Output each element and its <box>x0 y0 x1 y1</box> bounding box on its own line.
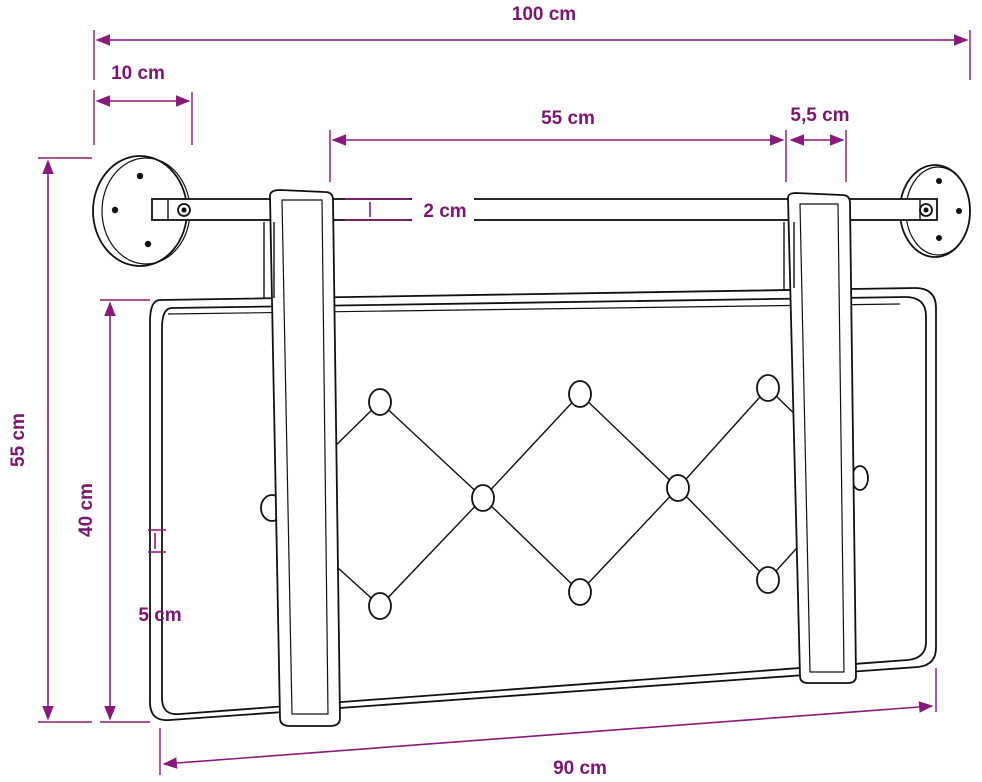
label-strap-offset: 5,5 cm <box>790 105 849 126</box>
right-strap <box>783 192 857 684</box>
label-strap-spacing: 55 cm <box>541 108 595 129</box>
dimension-strap-spacing: 55 cm <box>329 108 787 182</box>
dimension-rod-diameter: 2 cm <box>345 198 474 222</box>
hanging-rod <box>151 198 938 221</box>
label-total-width: 100 cm <box>512 4 576 25</box>
label-rod-diameter: 2 cm <box>423 201 466 222</box>
label-cushion-depth: 5 cm <box>138 605 181 626</box>
dimension-total-width: 100 cm <box>93 4 971 80</box>
headboard-cushion <box>149 189 937 727</box>
label-total-height: 55 cm <box>8 413 29 467</box>
dimension-total-height: 55 cm <box>8 157 92 723</box>
label-cushion-height: 40 cm <box>76 483 97 537</box>
dimension-cushion-height: 40 cm <box>76 299 150 723</box>
dimension-annotations: 100 cm 10 cm 55 cm 5,5 cm 2 <box>8 4 971 779</box>
dimension-strap-offset: 5,5 cm <box>789 105 850 182</box>
screw-icon <box>936 178 962 241</box>
label-bracket-width: 10 cm <box>111 63 165 84</box>
tufting-pattern <box>260 374 869 620</box>
tufting-button-icon <box>260 374 869 620</box>
dimension-cushion-width: 90 cm <box>159 668 937 779</box>
label-cushion-width: 90 cm <box>553 758 607 779</box>
dimension-bracket-width: 10 cm <box>93 63 193 145</box>
wall-rod-assembly <box>92 155 971 267</box>
dimension-cushion-depth: 5 cm <box>138 529 182 626</box>
screw-icon <box>111 172 152 248</box>
